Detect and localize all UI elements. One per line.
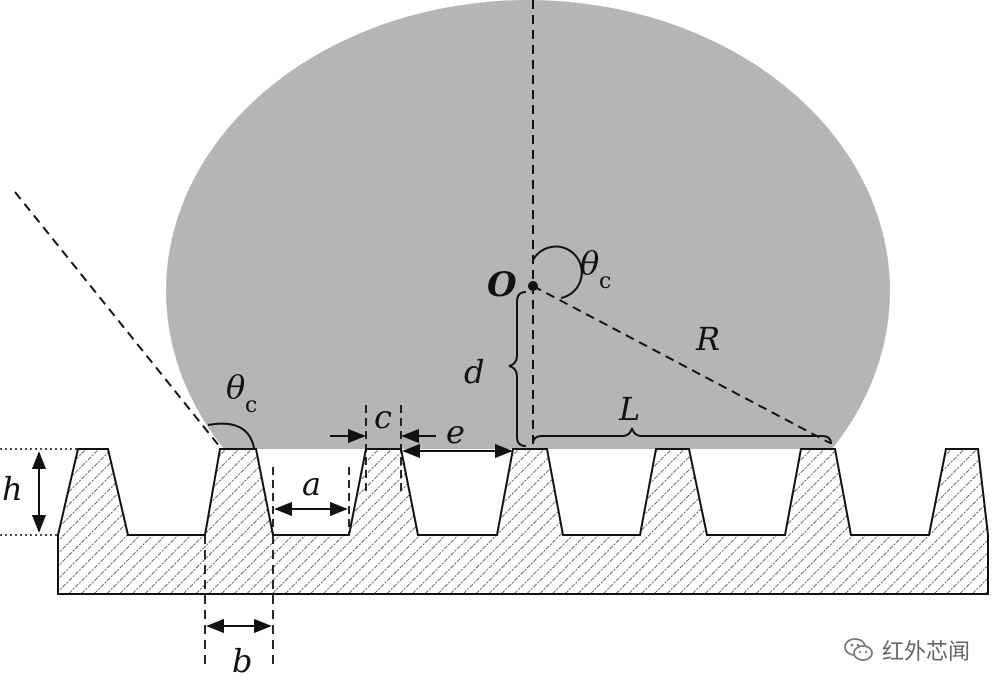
tangent-line bbox=[14, 191, 221, 448]
label-theta-top-sub: c bbox=[599, 269, 611, 294]
d-brace bbox=[508, 291, 527, 447]
label-half-contact: L bbox=[618, 390, 640, 428]
label-distance: d bbox=[464, 353, 484, 391]
watermark: 红外芯闻 bbox=[844, 634, 970, 666]
label-theta-left-sub: c bbox=[245, 393, 257, 418]
label-c: c bbox=[374, 398, 392, 436]
watermark-text: 红外芯闻 bbox=[881, 640, 970, 665]
theta-arc-left bbox=[207, 422, 255, 449]
theta-arc-top bbox=[532, 245, 583, 299]
textured-substrate bbox=[57, 448, 989, 595]
label-h: h bbox=[2, 470, 23, 508]
label-radius: R bbox=[695, 320, 720, 358]
label-theta-left: θ bbox=[226, 368, 245, 406]
label-center: O bbox=[487, 265, 517, 305]
label-e: e bbox=[446, 413, 465, 451]
droplet bbox=[166, 0, 890, 449]
radius-line bbox=[532, 285, 831, 444]
wechat-icon bbox=[844, 638, 873, 661]
L-brace bbox=[532, 427, 832, 445]
label-theta-top: θ bbox=[580, 244, 599, 282]
center-point bbox=[528, 281, 538, 291]
label-b: b bbox=[232, 642, 252, 680]
label-a: a bbox=[302, 465, 321, 503]
